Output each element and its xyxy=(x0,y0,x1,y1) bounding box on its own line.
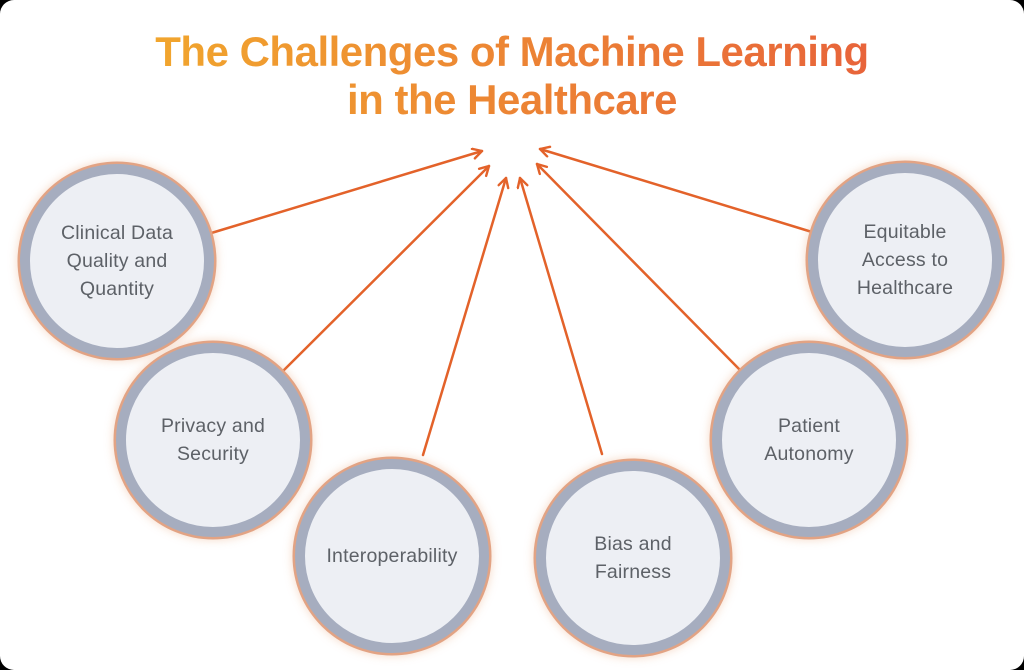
node-label: Clinical Data Quality and Quantity xyxy=(61,219,173,303)
node-label-line: Quality and xyxy=(66,250,168,272)
node-label-line: Security xyxy=(176,443,250,465)
node-label-line: Clinical Data xyxy=(60,222,174,244)
page-title-line2: in the Healthcare xyxy=(347,76,677,123)
node-label-line: Autonomy xyxy=(764,443,854,465)
node-label-line: Quantity xyxy=(79,278,155,300)
node-equitable-access-to-healthcare: Equitable Access to Healthcare xyxy=(808,163,1002,357)
page-title: The Challenges of Machine Learning in th… xyxy=(0,28,1024,124)
node-label-line: Bias and xyxy=(594,533,672,555)
node-bias-and-fairness: Bias and Fairness xyxy=(536,461,730,655)
node-label-line: Privacy and xyxy=(160,415,266,437)
node-label-line: Fairness xyxy=(594,561,672,583)
arrow-clinical-data-to-center xyxy=(206,151,484,236)
node-label: Bias and Fairness xyxy=(594,530,672,586)
node-label-line: Interoperability xyxy=(326,545,458,567)
page-title-line1: The Challenges of Machine Learning xyxy=(155,28,869,75)
node-interoperability: Interoperability xyxy=(295,459,489,653)
node-label-line: Patient xyxy=(777,415,841,437)
node-label-line: Equitable xyxy=(863,221,947,243)
node-clinical-data-quality-and-quantity: Clinical Data Quality and Quantity xyxy=(20,164,214,358)
node-label: Patient Autonomy xyxy=(764,412,853,468)
node-label: Privacy and Security xyxy=(161,412,265,468)
node-label-line: Access to xyxy=(861,249,949,271)
arrow-interoperability-to-center xyxy=(421,176,506,457)
node-label-line: Healthcare xyxy=(856,277,954,299)
node-label: Interoperability xyxy=(326,542,457,570)
node-label: Equitable Access to Healthcare xyxy=(857,218,953,302)
node-patient-autonomy: Patient Autonomy xyxy=(712,343,906,537)
arrow-equitable-access-to-center xyxy=(538,149,814,234)
arrow-bias-fairness-to-center xyxy=(520,176,604,456)
node-privacy-and-security: Privacy and Security xyxy=(116,343,310,537)
arrow-patient-autonomy-to-center xyxy=(535,162,743,373)
arrow-privacy-security-to-center xyxy=(280,164,491,374)
